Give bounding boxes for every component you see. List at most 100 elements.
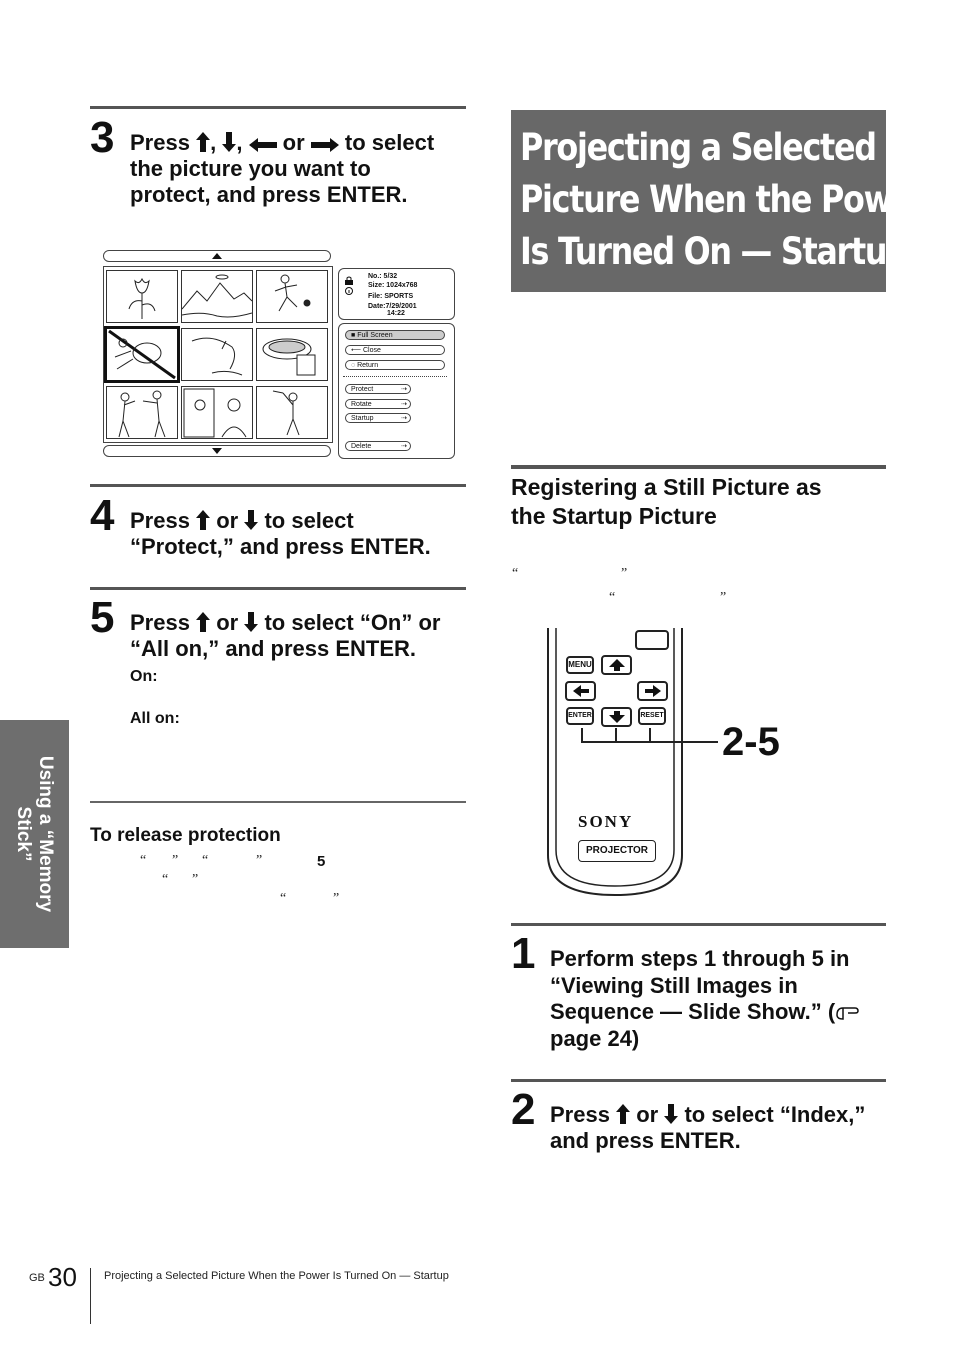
side-tab-label: Using a “Memory Stick” xyxy=(12,756,56,912)
lock-icon xyxy=(345,276,353,285)
right-step2-press: Press xyxy=(550,1102,610,1127)
info-time: 14:22 xyxy=(387,310,405,317)
up-arrow-icon xyxy=(609,659,625,671)
down-arrow-icon xyxy=(244,510,259,530)
step4-line2: “Protect,” and press ENTER. xyxy=(130,534,431,559)
menu-protect-label: Protect xyxy=(351,386,374,393)
side-tab-line2: Stick” xyxy=(13,806,34,862)
menu-rotate[interactable]: Rotate⇢ xyxy=(345,399,411,409)
sub-quote-4: ” xyxy=(720,590,727,605)
step3-to-select: to select xyxy=(344,130,435,155)
side-tab-line1: Using a “Memory xyxy=(35,755,56,913)
step3-text: Press , , or to select the picture you w… xyxy=(130,130,435,207)
menu-panel xyxy=(338,323,455,459)
down-arrow-icon xyxy=(222,132,237,152)
right-step1-text: Perform steps 1 through 5 in “Viewing St… xyxy=(550,946,886,1052)
menu-protect[interactable]: Protect⇢ xyxy=(345,384,411,394)
right-step1-line4: page 24) xyxy=(550,1025,640,1051)
down-arrow-icon xyxy=(609,711,625,723)
footer-running-title: Projecting a Selected Picture When the P… xyxy=(104,1270,449,1282)
right-step1-line1: Perform steps 1 through 5 in xyxy=(550,946,850,971)
subheading-rule xyxy=(511,465,886,469)
right-step2-rule xyxy=(511,1079,886,1082)
sports-protected-icon xyxy=(108,329,176,380)
release-quote-6: ” xyxy=(192,872,199,887)
index-screen-illustration: No.: 5/32 Size: 1024x768 File: SPORTS Da… xyxy=(103,250,455,462)
sub-quote-2: ” xyxy=(621,566,628,581)
allon-label: All on: xyxy=(130,710,180,727)
release-quote-1: “ xyxy=(140,853,147,868)
remote-up-button[interactable] xyxy=(601,655,632,675)
landscape-icon xyxy=(181,274,253,318)
remote-down-button[interactable] xyxy=(601,707,632,727)
remote-reset-label: RESET xyxy=(640,712,664,719)
info-icon xyxy=(345,287,353,295)
remote-top-button[interactable] xyxy=(635,630,669,650)
right-step1-number: 1 xyxy=(511,929,536,978)
remote-menu-label: MENU xyxy=(568,660,592,669)
section-title-box: Projecting a Selected Picture When the P… xyxy=(511,110,928,292)
up-arrow-icon xyxy=(196,510,211,530)
left-arrow-icon xyxy=(248,138,277,152)
section-title-line2: Picture When the Power xyxy=(520,178,928,221)
remote-left-button[interactable] xyxy=(565,681,596,701)
up-arrow-icon xyxy=(196,612,211,632)
thumbnail-tulip xyxy=(106,270,178,323)
menu-delete[interactable]: Delete⇢ xyxy=(345,441,411,451)
remote-reset-button[interactable]: RESET xyxy=(638,707,666,725)
release-quote-7: “ xyxy=(280,891,287,906)
remote-right-button[interactable] xyxy=(637,681,668,701)
menu-full-screen[interactable]: ■ Full Screen xyxy=(345,330,445,340)
up-arrow-icon xyxy=(196,132,211,152)
menu-startup[interactable]: Startup⇢ xyxy=(345,413,411,423)
step5-or: or xyxy=(216,610,239,635)
menu-full-screen-label: Full Screen xyxy=(357,332,393,339)
step3-line3: protect, and press ENTER. xyxy=(130,182,408,207)
footer-divider xyxy=(90,1268,91,1324)
step4-text: Press or to select “Protect,” and press … xyxy=(130,508,470,560)
down-arrow-icon xyxy=(664,1104,679,1124)
right-arrow-icon xyxy=(645,685,661,697)
menu-close[interactable]: ⟵ Close xyxy=(345,345,445,355)
thumbnail-landscape xyxy=(181,270,253,323)
thumbnail-golf xyxy=(256,386,328,439)
remote-enter-button[interactable]: ENTER xyxy=(566,707,594,725)
thumbnail-boxing xyxy=(106,386,178,439)
right-step1-line2: “Viewing Still Images in xyxy=(550,972,798,998)
footer-page-number: 30 xyxy=(48,1262,77,1292)
step5-number: 5 xyxy=(90,593,115,642)
pointing-hand-icon xyxy=(836,1007,860,1020)
right-step2-number: 2 xyxy=(511,1085,536,1134)
remote-callout-label: 2-5 xyxy=(722,720,780,764)
step3-press: Press xyxy=(130,130,190,155)
step4-rule xyxy=(90,484,466,487)
step5-line2: “All on,” and press ENTER. xyxy=(130,636,417,661)
release-quote-4: ” xyxy=(256,853,263,868)
left-arrow-icon xyxy=(573,685,589,697)
sub-quote-3: “ xyxy=(609,590,616,605)
right-step1-rule xyxy=(511,923,886,926)
scroll-down-bar xyxy=(103,445,331,457)
menu-return[interactable]: ◌ Return xyxy=(345,360,445,370)
step3-line2: the picture you want to xyxy=(130,156,371,181)
right-arrow-icon xyxy=(310,138,339,152)
release-quote-2: ” xyxy=(172,853,179,868)
release-heading: To release protection xyxy=(90,825,281,846)
remote-enter-label: ENTER xyxy=(568,712,592,719)
menu-startup-label: Startup xyxy=(351,415,374,422)
info-file: File: SPORTS xyxy=(368,293,414,300)
remote-menu-button[interactable]: MENU xyxy=(566,656,594,674)
step5-press: Press xyxy=(130,610,190,635)
step3-or: or xyxy=(282,130,305,155)
thumbnail-soccer xyxy=(256,270,328,323)
remote-body-icon xyxy=(547,628,718,897)
release-step-ref: 5 xyxy=(317,853,326,870)
step3-number: 3 xyxy=(90,113,115,162)
remote-brand-logo: SONY xyxy=(578,812,634,831)
menu-rotate-label: Rotate xyxy=(351,401,372,408)
info-panel xyxy=(338,268,455,320)
step5-text: Press or to select “On” or “All on,” and… xyxy=(130,610,470,662)
footer-gb: GB xyxy=(29,1272,45,1284)
menu-divider xyxy=(343,376,447,377)
release-rule xyxy=(90,801,466,803)
